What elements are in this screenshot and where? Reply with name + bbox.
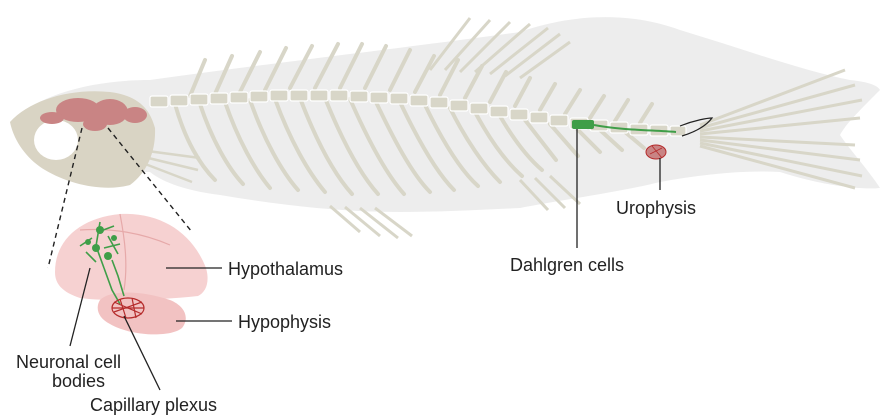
label-hypothalamus: Hypothalamus [228,259,343,279]
label-neuronal-line2: bodies [52,371,105,391]
label-capillary-plexus: Capillary plexus [90,395,217,415]
eye-orbit [34,120,78,160]
label-urophysis: Urophysis [616,198,696,218]
label-neuronal-line1: Neuronal cell [16,352,121,372]
hypothalamus-region [55,214,208,300]
label-hypophysis: Hypophysis [238,312,331,332]
urophysis [646,145,666,159]
label-dahlgren-cells: Dahlgren cells [510,255,624,275]
